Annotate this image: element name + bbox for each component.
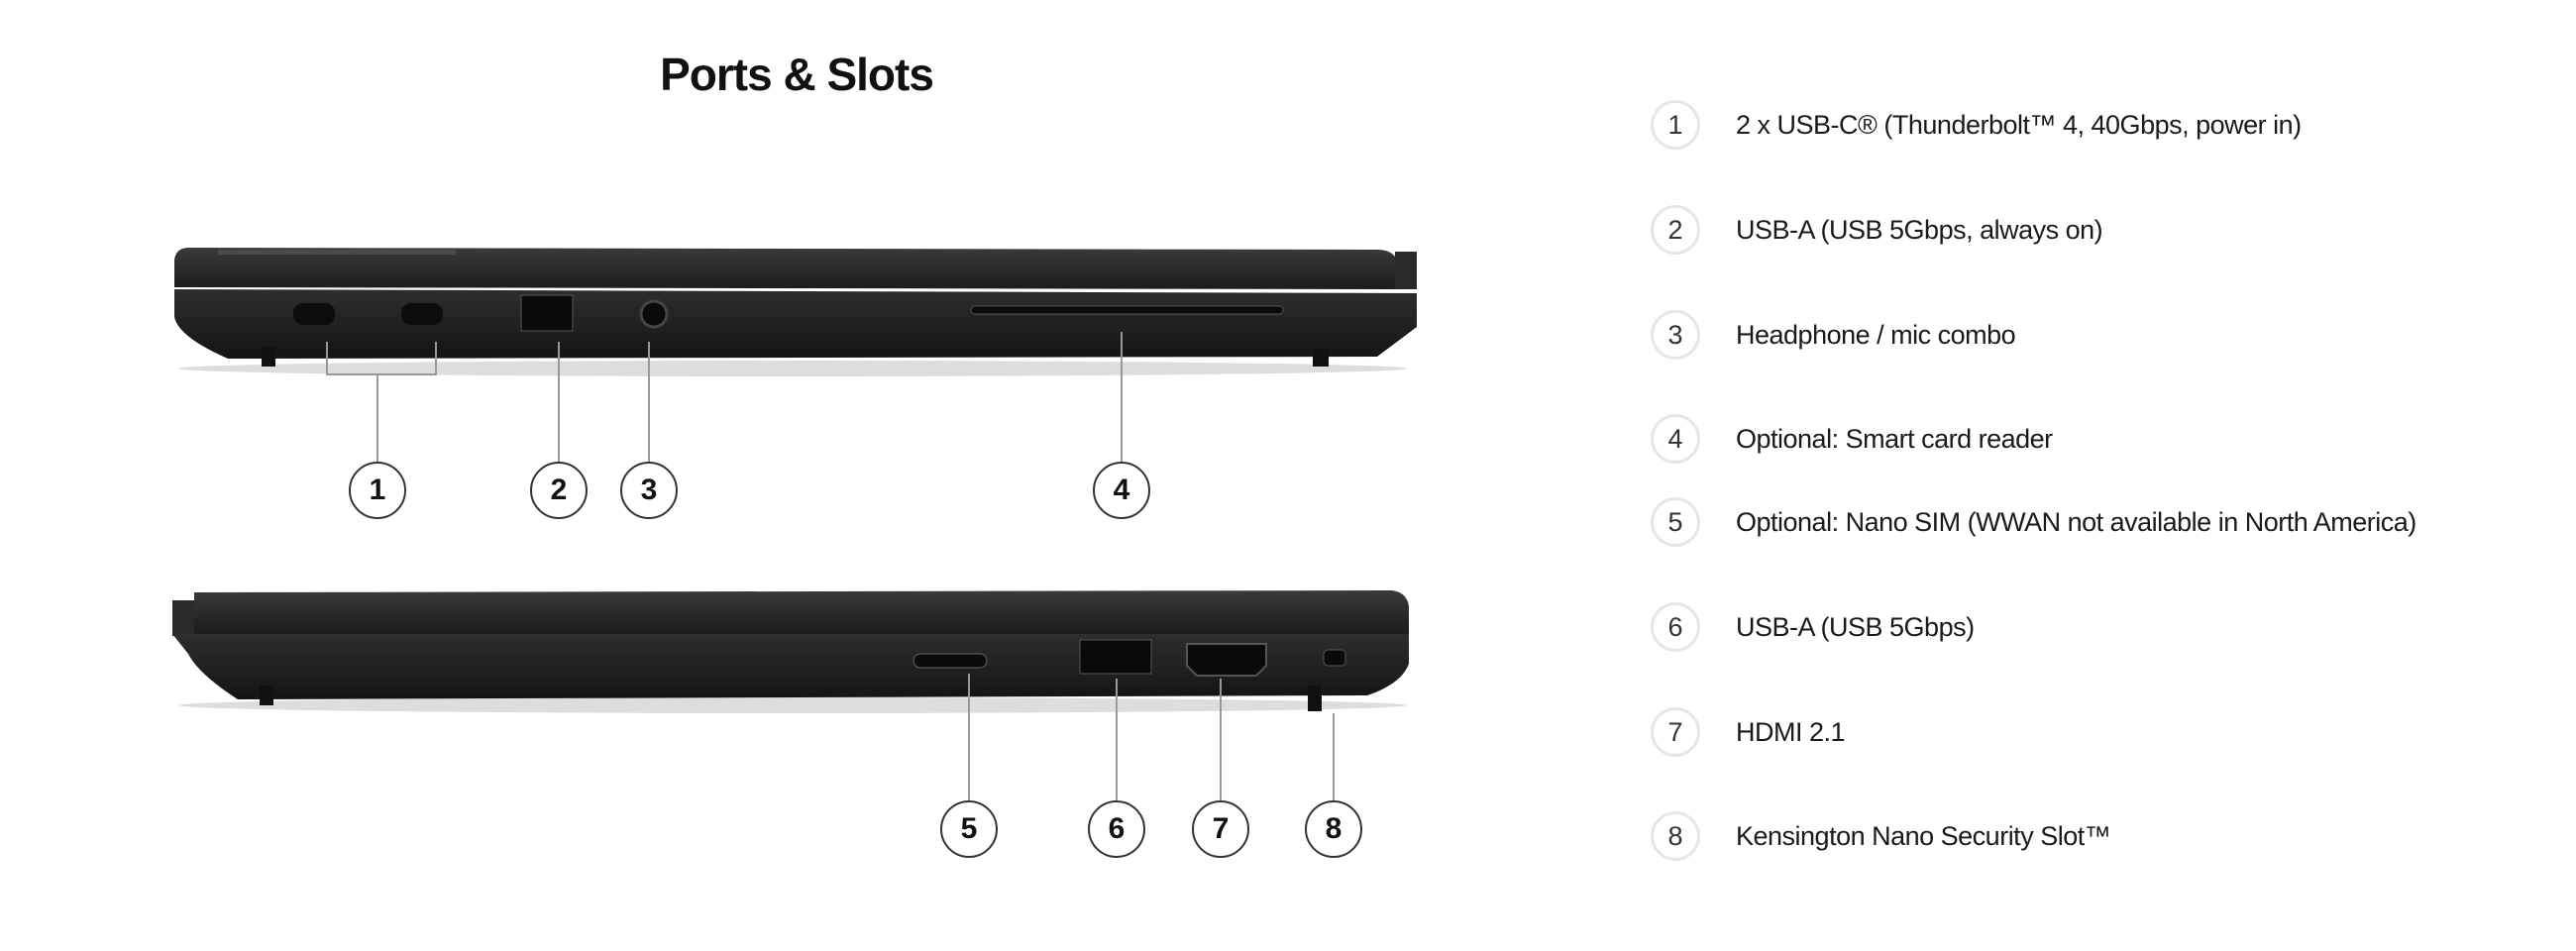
legend-label: Kensington Nano Security Slot™ (1736, 820, 2111, 851)
callout-8: 8 (1305, 800, 1362, 858)
headphone-jack (639, 299, 669, 329)
legend-label: Headphone / mic combo (1736, 319, 2016, 350)
legend-item: 8 Kensington Nano Security Slot™ (1651, 806, 2111, 866)
legend-number: 2 (1651, 205, 1700, 255)
legend-number: 3 (1651, 310, 1700, 360)
legend-item: 4 Optional: Smart card reader (1651, 409, 2053, 469)
usb-c-port (401, 303, 443, 325)
smart-card-slot (970, 305, 1284, 315)
callout-4: 4 (1093, 462, 1150, 519)
callout-2: 2 (530, 462, 588, 519)
legend-label: HDMI 2.1 (1736, 716, 1846, 747)
legend-number: 8 (1651, 811, 1700, 861)
legend-label: Optional: Nano SIM (WWAN not available i… (1736, 506, 2416, 537)
callout-6: 6 (1088, 800, 1145, 858)
legend-label: USB-A (USB 5Gbps, always on) (1736, 214, 2103, 245)
legend-label: 2 x USB-C® (Thunderbolt™ 4, 40Gbps, powe… (1736, 109, 2302, 140)
callout-1: 1 (349, 462, 406, 519)
legend-label: USB-A (USB 5Gbps) (1736, 611, 1975, 642)
callout-7: 7 (1192, 800, 1249, 858)
callout-3: 3 (620, 462, 678, 519)
callout-5: 5 (940, 800, 998, 858)
laptop-left-side (174, 248, 1417, 462)
usb-a-port (520, 294, 574, 332)
hdmi-port (1186, 643, 1267, 677)
nano-sim-slot (912, 653, 988, 669)
laptop-right-side (172, 590, 1409, 800)
legend-number: 7 (1651, 707, 1700, 757)
legend-number: 1 (1651, 100, 1700, 150)
legend-item: 3 Headphone / mic combo (1651, 305, 2016, 365)
page-title: Ports & Slots (660, 49, 934, 100)
legend-number: 4 (1651, 414, 1700, 464)
usb-a-port (1079, 639, 1152, 675)
security-slot (1323, 649, 1346, 667)
legend-item: 7 HDMI 2.1 (1651, 702, 1846, 762)
legend-item: 6 USB-A (USB 5Gbps) (1651, 597, 1975, 657)
legend-item: 2 USB-A (USB 5Gbps, always on) (1651, 200, 2103, 260)
legend-number: 5 (1651, 497, 1700, 547)
usb-c-port (293, 303, 335, 325)
legend-item: 1 2 x USB-C® (Thunderbolt™ 4, 40Gbps, pow… (1651, 95, 2302, 155)
legend-item: 5 Optional: Nano SIM (WWAN not available … (1651, 492, 2416, 552)
legend-number: 6 (1651, 602, 1700, 652)
legend-label: Optional: Smart card reader (1736, 423, 2053, 454)
